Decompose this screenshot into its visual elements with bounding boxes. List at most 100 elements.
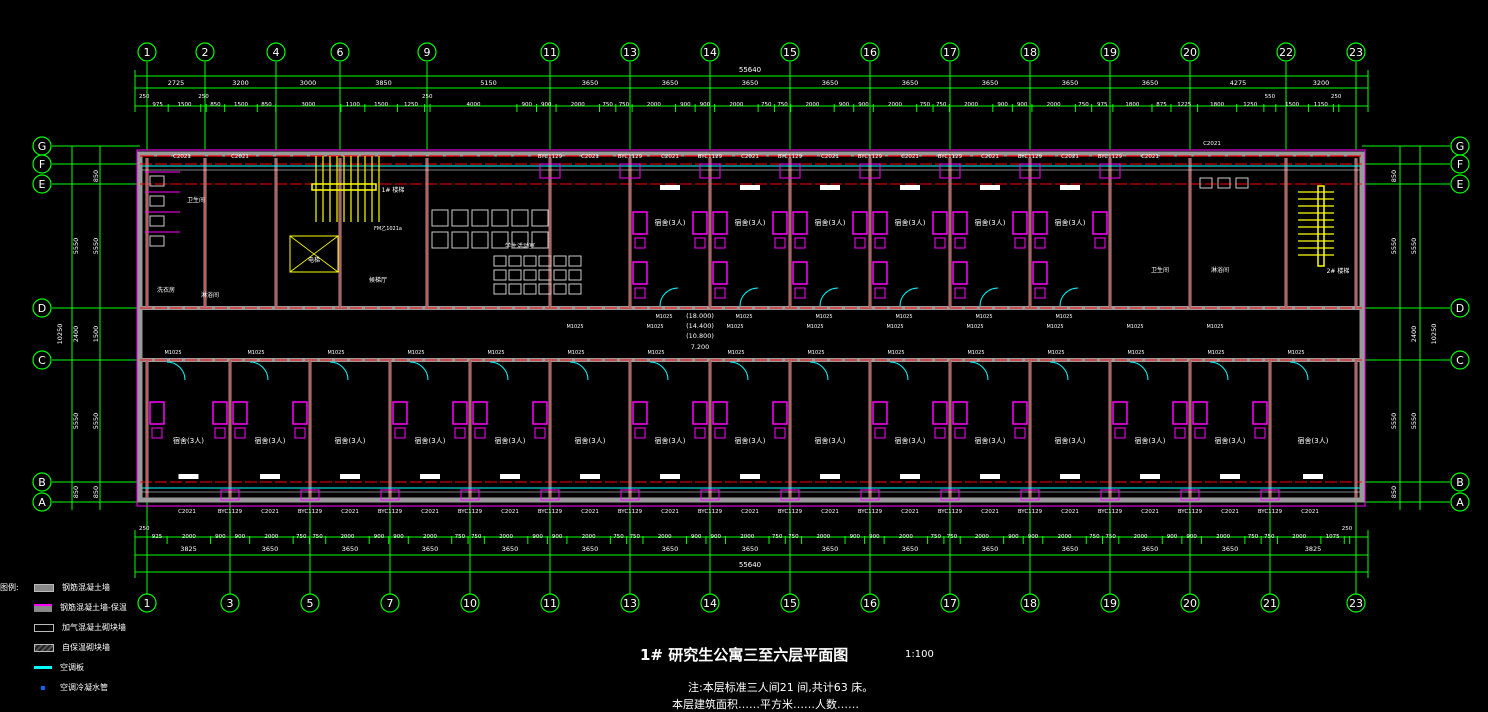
bunk-bed	[872, 401, 888, 425]
window-label: C2021	[173, 154, 191, 160]
ac-unit	[1260, 489, 1280, 501]
window-label: BYC1129	[618, 509, 643, 515]
desk	[394, 427, 406, 439]
ac-unit	[939, 163, 961, 179]
room-label: 宿舍(3人)	[815, 218, 846, 227]
bay-dimension: 3650	[902, 79, 919, 87]
desk	[794, 287, 806, 299]
desk	[474, 427, 486, 439]
bunk-bed	[1012, 401, 1028, 425]
bunk-bed	[632, 211, 648, 235]
desk	[954, 427, 966, 439]
window-label: BYC1129	[218, 509, 243, 515]
desk	[454, 427, 466, 439]
ac-unit	[700, 489, 720, 501]
bunk-bed	[772, 401, 788, 425]
legend-item: 钢筋混凝土墙	[34, 582, 110, 593]
detail-dimension: 900	[869, 534, 880, 540]
legend-item: 空调板	[34, 662, 84, 673]
legend-label: 加气混凝土砌块墙	[62, 623, 126, 632]
axis-bubble	[860, 42, 880, 62]
study-desk	[523, 283, 537, 295]
window-label: BYC1129	[778, 154, 803, 160]
door-label: M1025	[164, 350, 181, 356]
window-label: C2021	[1061, 509, 1079, 515]
door-swing	[1129, 361, 1149, 381]
window-label: C2021	[901, 509, 919, 515]
axis-bubble	[32, 350, 52, 370]
legend-label: 钢筋混凝土墙-保温	[60, 603, 127, 612]
window-label: BYC1129	[778, 509, 803, 515]
window-label: C2021	[661, 509, 679, 515]
legend-swatch	[34, 603, 52, 612]
axis-label-top: 22	[1279, 46, 1293, 59]
study-desk	[508, 283, 522, 295]
desk	[634, 427, 646, 439]
bunk-bed	[692, 211, 708, 235]
detail-dimension: 900	[850, 534, 861, 540]
axis-bubble	[137, 593, 157, 613]
elevator-x	[289, 235, 339, 273]
axis-label-row: C	[38, 354, 46, 367]
side-dimension: 5550	[1410, 238, 1418, 255]
study-table	[491, 209, 509, 227]
axis-label-bottom: 20	[1183, 597, 1197, 610]
detail-dimension: 2000	[729, 102, 743, 108]
detail-dimension: 925	[152, 534, 163, 540]
axis-label-bottom: 21	[1263, 597, 1277, 610]
window-label: BYC1129	[458, 509, 483, 515]
bay-dimension: 2725	[168, 79, 185, 87]
bunk-bed	[532, 401, 548, 425]
axis-label-row: E	[1457, 178, 1464, 191]
room-label: 宿舍(3人)	[575, 436, 606, 445]
detail-dimension: 2000	[740, 534, 754, 540]
radiator	[820, 474, 840, 479]
ac-unit	[779, 163, 801, 179]
radiator	[1220, 474, 1240, 479]
detail-dimension: 750	[761, 102, 772, 108]
study-desk	[568, 255, 582, 267]
axis-bubble	[1346, 42, 1366, 62]
room-label: 宿舍(3人)	[1055, 436, 1086, 445]
door-swing	[659, 287, 679, 307]
bunk-bed	[1252, 401, 1268, 425]
bunk-bed	[1032, 211, 1048, 235]
bunk-bed	[632, 261, 648, 285]
window-label: C2021	[981, 154, 999, 160]
axis-bubble	[137, 42, 157, 62]
door-label: M1025	[247, 350, 264, 356]
toilet-fixture	[149, 195, 165, 207]
study-desk	[523, 269, 537, 281]
axis-bubble	[860, 593, 880, 613]
room-label: 宿舍(3人)	[1135, 436, 1166, 445]
detail-dimension: 1250	[1243, 102, 1257, 108]
bay-dimension: 3650	[822, 545, 839, 553]
bay-dimension: 3650	[662, 545, 679, 553]
bunk-bed	[792, 261, 808, 285]
room-label: 宿舍(3人)	[1055, 218, 1086, 227]
detail-dimension: 750	[1089, 534, 1100, 540]
detail-dimension: 900	[1028, 534, 1039, 540]
bay-dimension: 3650	[582, 79, 599, 87]
window-label: C2021	[1221, 509, 1239, 515]
detail-dimension: 4000	[466, 102, 480, 108]
bay-dimension: 3650	[422, 545, 439, 553]
window-label: BYC1129	[378, 509, 403, 515]
ac-unit	[540, 489, 560, 501]
door-label: M1025	[895, 314, 912, 320]
toilet-fixture	[1199, 177, 1213, 189]
detail-dimension: 750	[1248, 534, 1259, 540]
door-label: M1025	[1206, 324, 1223, 330]
detail-dimension: 2000	[264, 534, 278, 540]
radiator	[500, 474, 520, 479]
side-dimension: 5550	[72, 413, 80, 430]
door-label: M1025	[727, 350, 744, 356]
door-swing	[329, 361, 349, 381]
detail-dimension: 250	[1331, 94, 1342, 100]
side-dimension: 850	[92, 170, 100, 182]
detail-dimension: 750	[1264, 534, 1275, 540]
axis-label-bottom: 17	[943, 597, 957, 610]
study-desk	[553, 283, 567, 295]
detail-dimension: 750	[296, 534, 307, 540]
